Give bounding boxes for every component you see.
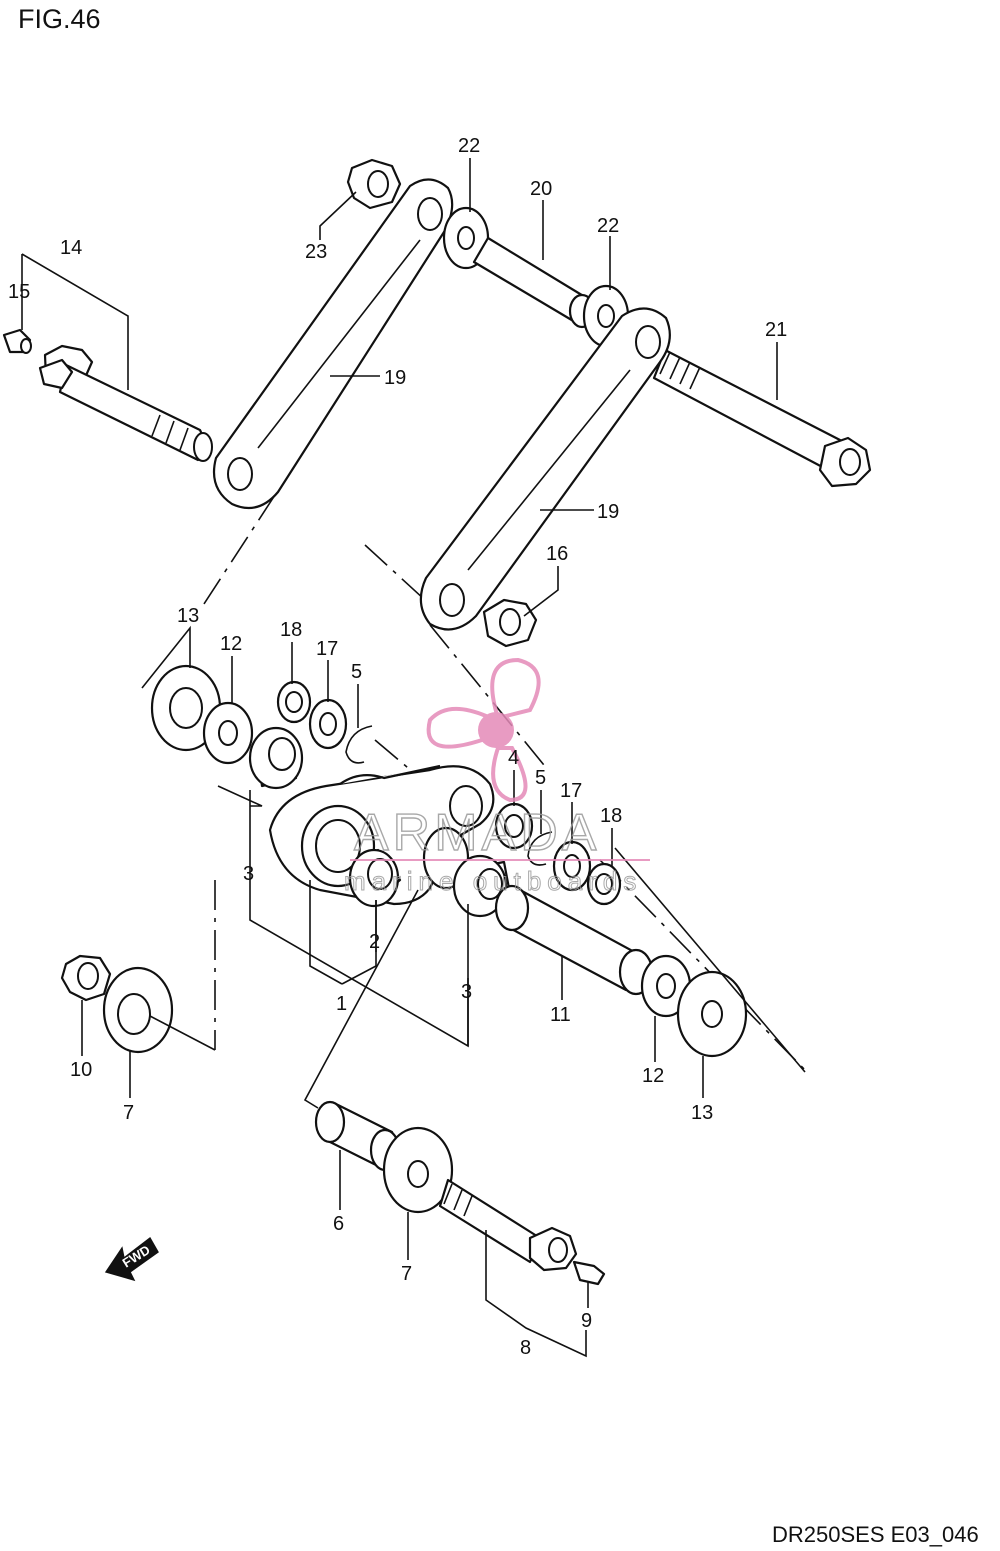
- callout-labels: 14 15 23 22 20 22 21 19 19 16 13 12 18 1…: [8, 135, 787, 1359]
- dust-seal-13-right: [676, 970, 748, 1058]
- dust-seal-13-left: [150, 664, 222, 752]
- callout-20: 20: [530, 178, 552, 200]
- washer-12-right: [640, 954, 692, 1018]
- cushion-lever-1: [268, 764, 495, 906]
- rod-19-front: [419, 307, 671, 631]
- callout-7-left: 7: [123, 1102, 134, 1124]
- figure-code: DR250SES E03_046: [772, 1522, 979, 1547]
- callout-21: 21: [765, 319, 787, 341]
- callout-19-rear: 19: [384, 367, 406, 389]
- callout-3-right: 3: [461, 981, 472, 1003]
- callout-7-bottom: 7: [401, 1263, 412, 1285]
- collar-20: [472, 236, 596, 329]
- circlip-5-right: [527, 831, 553, 866]
- bushing-3-right: [452, 854, 514, 918]
- callout-16: 16: [546, 543, 568, 565]
- leader-lines: [21, 158, 806, 1358]
- callout-4: 4: [508, 747, 519, 769]
- rod-19-rear: [212, 178, 454, 510]
- bearing-18-right: [586, 862, 622, 906]
- callout-3-left: 3: [243, 863, 254, 885]
- callout-18-left: 18: [280, 619, 302, 641]
- washer-7-bottom: [382, 1126, 454, 1214]
- callout-13-left: 13: [177, 605, 199, 627]
- circlip-5-left: [345, 725, 373, 764]
- bushing-3-left: [248, 726, 304, 790]
- bolt-14: [38, 344, 213, 462]
- watermark-brand: ARMADA: [354, 804, 600, 862]
- callout-5-right: 5: [535, 767, 546, 789]
- assembly-centerlines: [199, 494, 806, 1071]
- seal-17-left: [308, 698, 348, 750]
- callout-11: 11: [550, 1004, 571, 1026]
- callout-23: 23: [305, 241, 327, 263]
- figure-title: FIG.46: [18, 4, 101, 34]
- bearing-4: [494, 802, 534, 850]
- nut-16: [482, 598, 538, 648]
- washer-12-left: [202, 701, 254, 765]
- callout-22-lower: 22: [597, 215, 619, 237]
- washer-22-upper: [442, 206, 490, 270]
- washer-7-left: [102, 966, 174, 1054]
- collar-2: [348, 848, 402, 908]
- callout-12-right: 12: [642, 1065, 664, 1087]
- bolt-8: [438, 1178, 578, 1272]
- bearing-18-left: [276, 680, 312, 724]
- callout-15: 15: [8, 281, 30, 303]
- callout-19-front: 19: [597, 501, 619, 523]
- callout-18-right: 18: [600, 805, 622, 827]
- watermark-tagline: marine outboards: [344, 866, 642, 896]
- callout-2: 2: [369, 931, 380, 953]
- grease-nipple-15: [2, 328, 32, 354]
- forward-arrow-icon: FWD: [104, 1236, 159, 1282]
- callout-12-left: 12: [220, 633, 242, 655]
- nut-23: [346, 158, 402, 210]
- callout-22-upper: 22: [458, 135, 480, 157]
- spacer-11: [494, 884, 654, 996]
- callout-6: 6: [333, 1213, 344, 1235]
- grease-nipple-9: [572, 1260, 606, 1286]
- nut-10: [60, 954, 112, 1002]
- bolt-21: [652, 348, 872, 488]
- callout-17-right: 17: [560, 780, 582, 802]
- callout-1: 1: [336, 993, 347, 1015]
- watermark: ARMADA marine outboards: [344, 657, 650, 897]
- callout-17-left: 17: [316, 638, 338, 660]
- callout-10: 10: [70, 1059, 92, 1081]
- callout-5-left: 5: [351, 661, 362, 683]
- callout-13-right: 13: [691, 1102, 713, 1124]
- callout-9: 9: [581, 1310, 592, 1332]
- callout-8: 8: [520, 1337, 531, 1359]
- callout-14: 14: [60, 237, 82, 259]
- propeller-icon: [426, 657, 541, 803]
